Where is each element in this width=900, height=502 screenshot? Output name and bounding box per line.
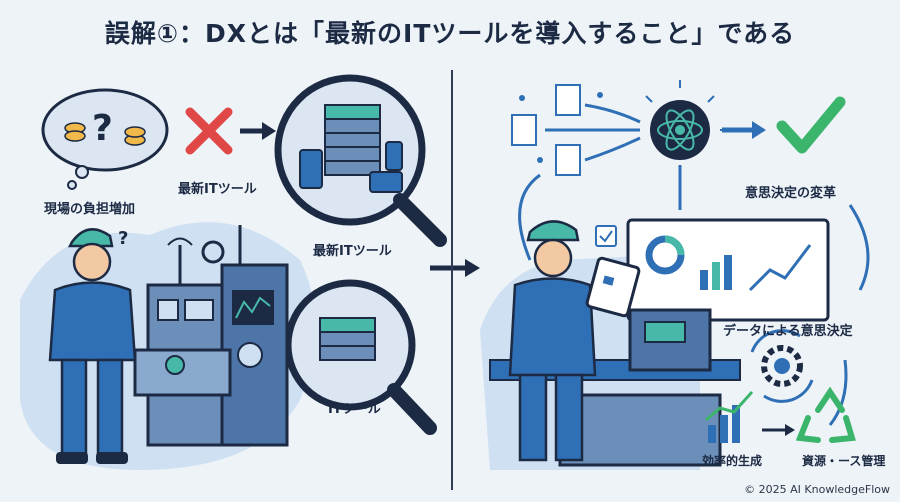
label-efficient-production: 効率的生成 [702, 454, 763, 468]
sparkle-icons [519, 92, 603, 163]
arrow-to-recycle-icon [762, 424, 795, 436]
efficiency-chart-icon [705, 390, 754, 443]
documents-icon [511, 84, 581, 176]
section-divider [451, 70, 453, 490]
copyright-text: © 2025 AI KnowledgeFlow [744, 483, 890, 496]
label-resource-management: 資源・ース管理 [802, 454, 886, 468]
center-arrow-icon [430, 259, 480, 277]
label-data-decision: データによる意思決定 [723, 324, 853, 339]
worker-with-tablet-icon [508, 220, 641, 462]
arrow-to-check-icon [722, 121, 766, 139]
cycle-arc-right [848, 204, 870, 291]
page-title: 誤解①：DXとは「最新のITツールを導入すること」である [104, 19, 796, 48]
thought-cloud-icon: ? [41, 88, 169, 190]
label-latest-it-tool-lens: 最新ITツール [313, 244, 392, 259]
gear-icon [750, 329, 814, 403]
factory-line-icon [489, 308, 741, 467]
factory-machine-icon [133, 225, 289, 447]
arrow-right-icon [240, 122, 276, 140]
label-it-tool: ITツール [328, 402, 381, 417]
svg-text:?: ? [118, 228, 128, 249]
magnifier-latest-tool-icon [274, 74, 447, 247]
ai-atom-icon [632, 80, 728, 160]
label-latest-it-tool-top: 最新ITツール [178, 182, 257, 197]
worker-confused-icon: ? [48, 228, 137, 464]
cycle-arc-left [518, 173, 541, 261]
data-flow-arrows [545, 103, 641, 162]
cycle-arc-bottom [828, 359, 848, 426]
recycle-icon [795, 386, 856, 443]
green-check-icon [776, 96, 846, 154]
svg-text:?: ? [92, 108, 113, 149]
label-decision-change: 意思決定の変革 [745, 186, 837, 201]
label-burden: 現場の負担増加 [44, 202, 136, 217]
red-x-icon [185, 107, 233, 155]
